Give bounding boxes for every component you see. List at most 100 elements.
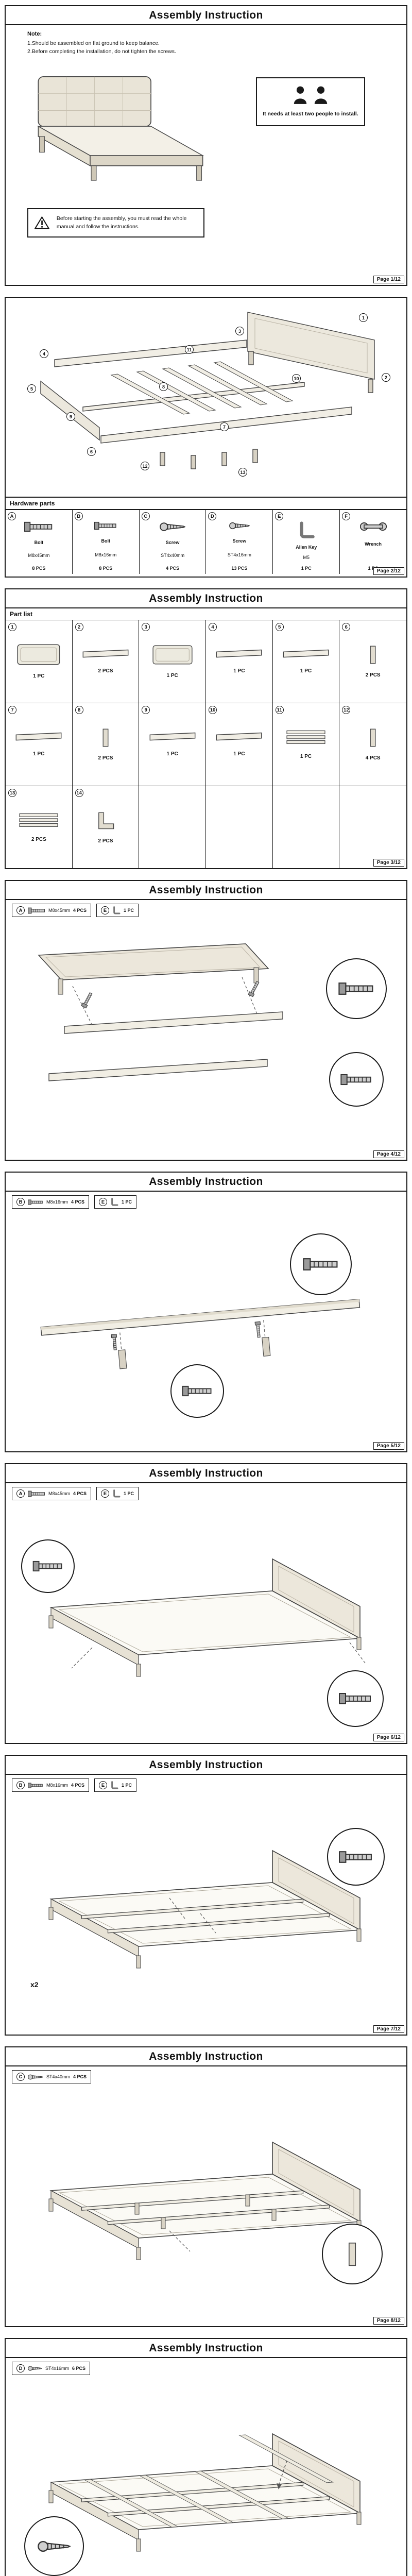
hardware-letter: D: [16, 2364, 25, 2372]
bolt-icon: [338, 982, 373, 995]
hardware-used-item: A M8x45mm 4 PCS: [12, 1487, 92, 1500]
part-cell: 2 2 PCS: [72, 620, 140, 703]
part-number: 13: [8, 789, 16, 797]
screw-icon: [160, 522, 185, 531]
bolt-icon: [28, 1782, 43, 1788]
people-icons: [262, 86, 359, 105]
step-diagram-support-legs: [48, 2142, 362, 2260]
step-diagram-attach-rails-to-headboard: [38, 943, 283, 1081]
slats-part-icon: [19, 813, 58, 827]
part-callout: 12: [141, 462, 149, 470]
two-people-box: It needs at least two people to install.: [256, 77, 365, 127]
hardware-letter: D: [208, 512, 217, 520]
part-qty: 1 PC: [166, 672, 178, 679]
hardware-used-item: D ST4x16mm 6 PCS: [12, 2362, 91, 2375]
page-number: Page 2/12: [373, 567, 404, 575]
wrench-icon: [359, 522, 387, 531]
part-qty: 2 PCS: [31, 837, 46, 842]
page-2-exploded-view: 1 2 3 4 5 6 7 8 9 10 11 12 13 Hardware p…: [5, 297, 407, 578]
screw-icon: [38, 2540, 71, 2552]
page-number: Page 3/12: [373, 859, 404, 867]
page-title: Assembly Instruction: [6, 6, 406, 25]
page-title: Assembly Instruction: [6, 589, 406, 608]
hardware-qty: 4 PCS: [73, 1491, 87, 1496]
part-cell: 13 2 PCS: [6, 786, 73, 868]
hardware-letter: E: [99, 1198, 108, 1206]
hardware-letter: C: [16, 2073, 25, 2081]
part-number: 3: [142, 623, 150, 631]
hardware-qty: 8 PCS: [32, 566, 46, 571]
bolt-icon: [339, 1693, 371, 1704]
part-cell: 10 1 PC: [206, 703, 273, 786]
warning-box: Before starting the assembly, you must r…: [27, 208, 204, 238]
step-diagram-first-slats: [48, 2433, 362, 2552]
hardware-used-item: E 1 PC: [94, 1778, 137, 1792]
page-number: Page 6/12: [373, 1734, 404, 1741]
hardware-used-row: D ST4x16mm 6 PCS: [12, 2362, 91, 2375]
hardware-name: Bolt: [101, 538, 110, 544]
detail-zoom-bolt: [21, 1539, 75, 1593]
detail-zoom-leg: [322, 2224, 383, 2284]
part-number: 2: [75, 623, 83, 631]
page-title: Assembly Instruction: [6, 1173, 406, 1192]
hardware-letter: B: [74, 512, 83, 520]
hardware-used-item: B M8x16mm 4 PCS: [12, 1778, 90, 1792]
hardware-qty: 6 PCS: [72, 2366, 86, 2371]
bolt-icon: [28, 907, 45, 913]
part-callout: 6: [87, 447, 96, 456]
part-number: 6: [342, 623, 351, 631]
hardware-name: Allen Key: [296, 544, 317, 550]
hardware-used-item: C ST4x40mm 4 PCS: [12, 2070, 92, 2083]
hardware-qty: 1 PC: [368, 565, 379, 571]
allen-key-icon: [113, 906, 121, 914]
rail-part-icon: [283, 649, 329, 658]
hardware-qty: 1 PC: [122, 1783, 132, 1788]
hardware-qty: 4 PCS: [73, 2074, 87, 2079]
hardware-used-item: E 1 PC: [94, 1195, 137, 1209]
part-qty: 1 PC: [233, 668, 245, 674]
part-number: 1: [8, 623, 16, 631]
hardware-letter: C: [141, 512, 150, 520]
part-cell-empty: [206, 786, 273, 868]
part-callout: 9: [66, 412, 75, 421]
hardware-size: ST4x16mm: [45, 2366, 70, 2371]
bolt-icon: [182, 1385, 212, 1397]
page-7-step: Assembly Instruction B M8x16mm 4 PCS E 1…: [5, 1755, 407, 2036]
hardware-letter: E: [99, 1781, 108, 1789]
page-title: Assembly Instruction: [6, 1756, 406, 1775]
part-qty: 2 PCS: [98, 668, 113, 674]
hardware-used-row: B M8x16mm 4 PCS E 1 PC: [12, 1778, 137, 1792]
hardware-qty: 8 PCS: [99, 565, 113, 571]
hardware-letter: F: [342, 512, 351, 520]
part-qty: 2 PCS: [365, 672, 381, 678]
leg-part-icon: [370, 728, 376, 747]
hardware-letter: A: [16, 1489, 25, 1498]
detail-zoom-bolt: [327, 1670, 384, 1727]
page-4-step: Assembly Instruction A M8x45mm 4 PCS E 1…: [5, 880, 407, 1161]
leg-icon: [348, 2242, 356, 2266]
hardware-qty: 13 PCS: [231, 565, 248, 571]
bolt-icon: [24, 521, 53, 532]
bolt-icon: [28, 1199, 43, 1205]
rail-part-icon: [216, 649, 262, 658]
part-cell: 7 1 PC: [6, 703, 73, 786]
hardware-size: ST4x16mm: [227, 552, 251, 557]
page-9-step: Assembly Instruction D ST4x16mm 6 PCS Pa…: [5, 2338, 407, 2576]
part-list-grid: 1 1 PC 2 2 PCS 3 1 PC 4 1 PC 5 1 PC 6 2 …: [6, 620, 406, 868]
part-cell: 6 2 PCS: [339, 620, 406, 703]
warning-icon: [35, 216, 49, 229]
part-cell-empty: [273, 786, 340, 868]
bolt-icon: [94, 521, 116, 530]
page-8-step: Assembly Instruction C ST4x40mm 4 PCS Pa…: [5, 2046, 407, 2327]
step-diagram-frame-assembly: [48, 1558, 366, 1677]
hardware-letter: B: [16, 1198, 25, 1206]
hardware-item-e: E Allen Key M5 1 PC: [273, 510, 340, 574]
hardware-size: M5: [303, 555, 310, 561]
hardware-qty: 4 PCS: [71, 1783, 85, 1788]
headboard-part-icon: [17, 644, 60, 665]
step-diagram-center-rails-install: [48, 1850, 362, 1969]
detail-zoom-bolt: [290, 1233, 352, 1295]
hardware-qty: 1 PC: [301, 565, 312, 571]
person-icon: [314, 86, 328, 104]
allen-key-icon: [111, 1781, 118, 1789]
